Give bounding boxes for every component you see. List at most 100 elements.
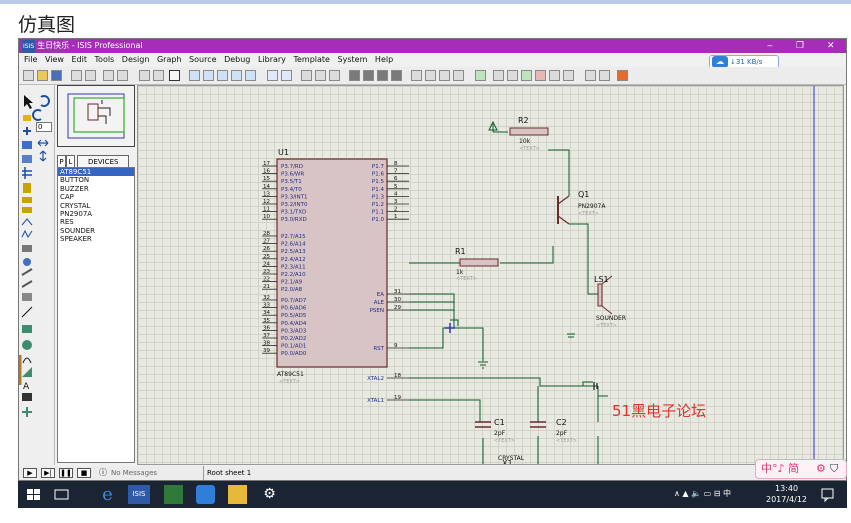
save-icon[interactable] [51, 70, 62, 81]
wire-r1-q1[interactable] [500, 246, 554, 264]
new-sheet-icon[interactable] [521, 70, 532, 81]
q1-transistor[interactable]: Q1 PN2907A <TEXT> [546, 190, 606, 226]
close-button[interactable]: ✕ [827, 41, 835, 51]
maximize-button[interactable]: ❐ [796, 41, 805, 51]
block-delete-icon[interactable] [391, 70, 402, 81]
menu-design[interactable]: Design [121, 55, 150, 64]
clock[interactable]: 13:40 2017/4/12 [766, 483, 807, 505]
task-view-icon[interactable] [52, 485, 71, 504]
block-move-icon[interactable] [363, 70, 374, 81]
wire-gnd-link[interactable] [540, 381, 593, 387]
edge-icon[interactable]: e [102, 484, 113, 505]
block-copy-icon[interactable] [349, 70, 360, 81]
zoom-out-icon[interactable] [217, 70, 228, 81]
bill-of-materials-icon[interactable] [563, 70, 574, 81]
device-item-speaker[interactable]: SPEAKER [60, 235, 92, 244]
current-probe-icon[interactable] [21, 268, 33, 276]
menu-system[interactable]: System [337, 55, 368, 64]
wire-autorouter-icon[interactable] [475, 70, 486, 81]
isis-icon[interactable]: ISIS [128, 485, 150, 504]
menu-debug[interactable]: Debug [224, 55, 251, 64]
packaging-tool-icon[interactable] [439, 70, 450, 81]
ime-bar[interactable]: 中°♪ 简 ⚙ ⛉ [755, 459, 847, 479]
pause-button[interactable]: ❚❚ [59, 468, 73, 478]
tape-recorder-icon[interactable] [21, 229, 33, 238]
decompose-icon[interactable] [453, 70, 464, 81]
file-explorer-icon[interactable] [228, 485, 247, 504]
stop-button[interactable]: ■ [77, 468, 91, 478]
voltage-probe-icon[interactable] [23, 258, 31, 266]
r1-resistor[interactable]: R1 1k <TEXT> [455, 247, 499, 282]
make-device-icon[interactable] [425, 70, 436, 81]
redo-icon[interactable] [281, 70, 292, 81]
box-tool-icon[interactable] [22, 325, 32, 333]
ares-icon[interactable] [617, 70, 628, 81]
overview-window[interactable] [57, 85, 135, 147]
c1-capacitor[interactable]: C1 2pF <TEXT> [475, 418, 515, 444]
rotate-cw-icon[interactable] [40, 95, 50, 107]
2d-graphics-icon[interactable] [22, 293, 32, 301]
system-tray[interactable]: ∧ ▲ 🔈 ▭ ⊟ 中 [674, 489, 731, 498]
mark-output-icon[interactable] [117, 70, 128, 81]
step-button[interactable]: ▶| [41, 468, 55, 478]
keil-icon[interactable] [164, 485, 183, 504]
circle-tool-icon[interactable] [22, 340, 32, 350]
arc-tool-icon[interactable] [22, 357, 32, 364]
marker-tool-icon[interactable] [22, 407, 32, 417]
zoom-in-icon[interactable] [203, 70, 214, 81]
new-file-icon[interactable] [23, 70, 34, 81]
device-item-at89c51[interactable]: AT89C51 [58, 168, 134, 177]
line-tool-icon[interactable] [21, 306, 33, 318]
export-section-icon[interactable] [85, 70, 96, 81]
baidu-cloud-icon[interactable] [196, 485, 215, 504]
menu-view[interactable]: View [44, 55, 64, 64]
selection-mode-icon[interactable] [24, 95, 33, 109]
ime-mode-text[interactable]: 中°♪ 简 [761, 462, 800, 475]
component-mode-icon[interactable] [23, 115, 31, 121]
search-tag-icon[interactable] [493, 70, 504, 81]
import-section-icon[interactable] [71, 70, 82, 81]
ls1-sounder[interactable]: LS1 SOUNDER <TEXT> [594, 275, 626, 329]
open-folder-icon[interactable] [37, 70, 48, 81]
remove-sheet-icon[interactable] [535, 70, 546, 81]
pan-icon[interactable] [189, 70, 200, 81]
path-tool-icon[interactable] [22, 367, 32, 377]
generator-mode-icon[interactable] [22, 245, 32, 252]
virtual-instruments-icon[interactable] [21, 280, 33, 288]
device-item-cap[interactable]: CAP [60, 193, 74, 202]
overview-viewport[interactable] [73, 97, 125, 133]
undo-icon[interactable] [267, 70, 278, 81]
device-item-button[interactable]: BUTTON [60, 176, 90, 185]
paste-icon[interactable] [329, 70, 340, 81]
print-icon[interactable] [103, 70, 114, 81]
c2-capacitor[interactable]: C2 2pF <TEXT> [530, 418, 577, 444]
exit-to-parent-icon[interactable] [549, 70, 560, 81]
messages-count[interactable]: No Messages [111, 469, 158, 477]
refresh-icon[interactable] [139, 70, 150, 81]
notification-icon[interactable] [818, 485, 837, 504]
terminals-mode-icon[interactable] [22, 197, 32, 203]
menu-help[interactable]: Help [374, 55, 394, 64]
wire-caps-bottom[interactable] [482, 436, 599, 465]
device-item-crystal[interactable]: CRYSTAL [60, 201, 91, 210]
minimize-button[interactable]: ‒ [767, 41, 773, 51]
graph-mode-icon[interactable] [21, 218, 33, 226]
menu-library[interactable]: Library [257, 55, 286, 64]
menu-graph[interactable]: Graph [156, 55, 182, 64]
zoom-all-icon[interactable] [231, 70, 242, 81]
block-rotate-icon[interactable] [377, 70, 388, 81]
pick-device-icon[interactable] [411, 70, 422, 81]
junction-dot-icon[interactable] [23, 127, 31, 135]
r2-resistor[interactable]: R2 10k <TEXT> [509, 116, 549, 152]
settings-icon[interactable]: ⚙ [263, 486, 276, 502]
vcc-arrow-icon[interactable] [488, 120, 498, 131]
electrical-rule-check-icon[interactable] [585, 70, 596, 81]
rotation-angle-field[interactable]: 0 [36, 122, 52, 132]
property-tool-icon[interactable] [507, 70, 518, 81]
bus-icon[interactable] [22, 167, 32, 179]
mirror-x-icon[interactable] [37, 139, 49, 147]
subcircuit-icon[interactable] [23, 183, 31, 193]
device-item-buzzer[interactable]: BUZZER [60, 184, 89, 193]
mirror-y-icon[interactable] [39, 150, 47, 162]
